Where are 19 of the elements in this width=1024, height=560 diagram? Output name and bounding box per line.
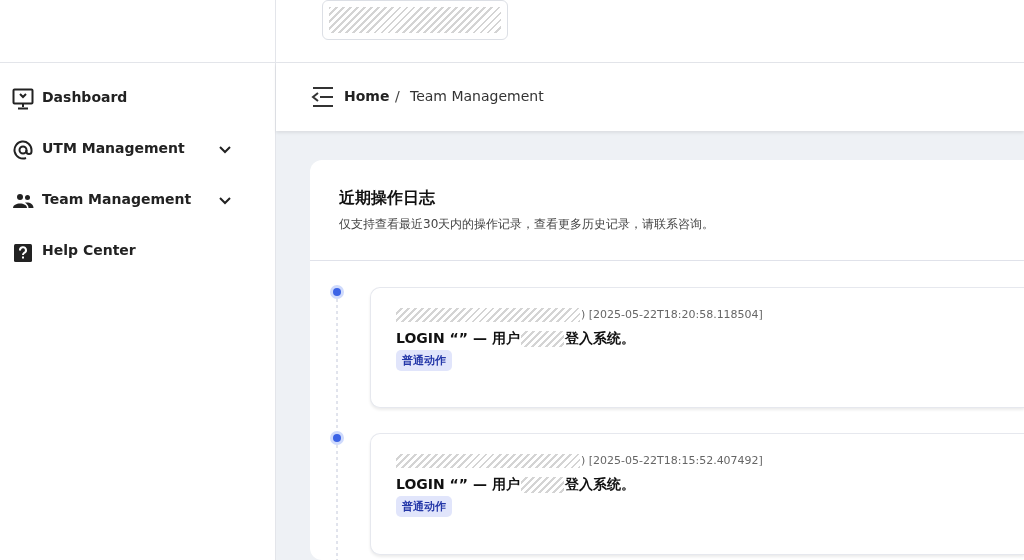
log-message: LOGIN “” — 用户: [396, 476, 520, 494]
timeline-dot: [333, 288, 341, 296]
log-message: 登入系统。: [564, 476, 635, 494]
timeline-dot: [333, 434, 341, 442]
menu-item: Team Management: [42, 191, 192, 207]
breadcrumb-separator: /: [395, 88, 400, 104]
log-message: LOGIN “” — 用户: [396, 330, 520, 348]
breadcrumb-link: Home: [344, 88, 390, 104]
action-tag: 普通动作: [396, 350, 452, 371]
card-subtitle: 仅支持查看最近30天内的操作记录，查看更多历史记录，请联系咨询。: [339, 216, 715, 233]
card-title: 近期操作日志: [339, 188, 435, 209]
menu-item: Dashboard: [42, 89, 128, 105]
breadcrumb-current: Team Management: [410, 88, 544, 104]
log-timestamp: ) [2025-05-22T18:15:52.407492]: [581, 454, 763, 467]
menu-item: UTM Management: [42, 140, 185, 156]
log-message: 登入系统。: [564, 330, 635, 348]
log-timestamp: ) [2025-05-22T18:20:58.118504]: [581, 308, 763, 321]
menu-item: Help Center: [42, 242, 136, 258]
action-tag: 普通动作: [396, 496, 452, 517]
